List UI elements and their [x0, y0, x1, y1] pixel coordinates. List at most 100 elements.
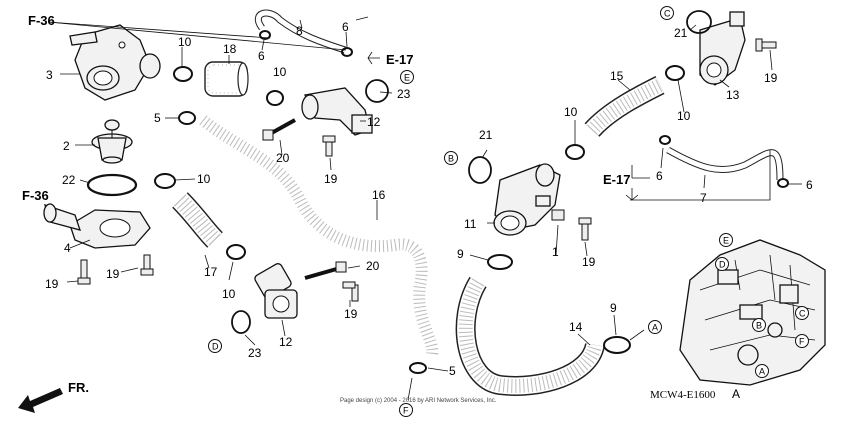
svg-text:E: E — [723, 236, 729, 246]
svg-text:E: E — [404, 73, 410, 83]
clamp-10d — [226, 244, 246, 260]
part-19-c: 19 — [324, 172, 338, 186]
part-10-f: 10 — [677, 109, 691, 123]
bolt-20a — [262, 118, 296, 141]
clamp-10f — [665, 65, 685, 81]
hose-7 — [666, 146, 784, 181]
hose-18 — [204, 61, 249, 97]
clamp-6c — [659, 135, 671, 145]
circle-ref-b-left: B — [444, 151, 458, 165]
part-13: 13 — [726, 88, 740, 102]
joint-12-upper — [301, 87, 373, 136]
hose-17 — [172, 192, 223, 248]
ref-e17-right: E-17 — [603, 172, 630, 187]
bolt-19e — [578, 217, 592, 241]
part-19-b: 19 — [106, 267, 120, 281]
water-joint-11 — [493, 163, 561, 236]
hose-16 — [198, 114, 440, 357]
svg-text:F: F — [799, 337, 805, 347]
part-23-a: 23 — [397, 87, 411, 101]
circle-ref-d-engine: D — [715, 257, 729, 271]
thermostat-2 — [91, 119, 133, 164]
circle-ref-e-right: E — [400, 70, 414, 84]
ref-f36-top: F-36 — [28, 13, 55, 28]
part-8: 8 — [296, 24, 303, 38]
circle-ref-a-right: A — [648, 320, 662, 334]
part-22: 22 — [62, 173, 76, 187]
part-19-e: 19 — [582, 255, 596, 269]
part-19-a: 19 — [45, 277, 59, 291]
part-6-d: 6 — [806, 178, 813, 192]
part-19-f: 19 — [764, 71, 778, 85]
part-10-b: 10 — [273, 65, 287, 79]
part-6-b: 6 — [342, 20, 349, 34]
circle-refs: C E B D A F E D B C F A — [208, 6, 809, 417]
part-7: 7 — [700, 191, 707, 205]
hose-14 — [455, 276, 605, 396]
clamp-9a — [487, 254, 513, 270]
circle-ref-d-left: D — [208, 339, 222, 353]
part-17: 17 — [204, 265, 218, 279]
svg-text:D: D — [212, 342, 219, 352]
part-10-e: 10 — [564, 105, 578, 119]
part-4: 4 — [64, 241, 71, 255]
part-10-a: 10 — [178, 35, 192, 49]
part-20-a: 20 — [276, 151, 290, 165]
part-9-b: 9 — [610, 301, 617, 315]
circle-ref-c-top: C — [660, 6, 674, 20]
circle-ref-b-engine: B — [752, 318, 766, 332]
part-6-a: 6 — [258, 49, 265, 63]
circle-ref-f-bottom: F — [399, 403, 413, 417]
o-ring-21b — [686, 10, 712, 34]
cover-4 — [43, 203, 151, 249]
front-label: FR. — [68, 380, 89, 395]
e17-arrow-right — [625, 188, 639, 201]
part-19-d: 19 — [344, 307, 358, 321]
part-15: 15 — [610, 69, 624, 83]
circle-ref-e-engine: E — [719, 233, 733, 247]
clamp-5b — [409, 362, 427, 374]
o-ring-23b — [231, 310, 251, 334]
part-5-b: 5 — [449, 364, 456, 378]
joint-13 — [699, 11, 746, 86]
circle-ref-c-engine: C — [795, 306, 809, 320]
copyright-text: Page design (c) 2004 - 2016 by ARI Netwo… — [340, 398, 497, 404]
part-21-b: 21 — [674, 26, 688, 40]
bolt-20b — [304, 261, 347, 280]
e17-arrow-top — [367, 51, 380, 65]
clamp-6d — [777, 178, 789, 188]
e17-bracket — [631, 165, 650, 179]
svg-text:C: C — [799, 309, 806, 319]
clamp-6a — [259, 30, 271, 40]
o-ring-22 — [86, 173, 138, 197]
part-18: 18 — [223, 42, 237, 56]
bolt-19d — [342, 281, 359, 302]
bolt-1 — [551, 209, 565, 221]
part-10-c: 10 — [197, 172, 211, 186]
svg-text:B: B — [448, 154, 454, 164]
clamp-10b — [266, 90, 284, 106]
part-6-c: 6 — [656, 169, 663, 183]
clamp-10c — [154, 173, 176, 189]
bolt-19a — [77, 259, 91, 285]
part-numbers: 3 2 22 4 19 19 10 18 6 8 6 10 5 23 12 20… — [45, 20, 813, 378]
svg-text:C: C — [664, 9, 671, 19]
bolt-19f — [755, 38, 777, 52]
part-5-a: 5 — [154, 111, 161, 125]
part-14: 14 — [569, 320, 583, 334]
clamp-9b — [603, 336, 631, 354]
o-ring-21a — [468, 156, 492, 184]
part-12-b: 12 — [279, 335, 293, 349]
part-23-b: 23 — [248, 346, 262, 360]
svg-text:A: A — [652, 323, 658, 333]
ref-f36-bottom: F-36 — [22, 188, 49, 203]
e17-connector — [630, 150, 771, 201]
svg-text:F: F — [403, 406, 409, 416]
clamp-5a — [178, 111, 196, 125]
part-11: 11 — [464, 217, 477, 231]
svg-text:D: D — [719, 260, 726, 270]
part-16: 16 — [372, 188, 386, 202]
diagram-code-suffix: A — [732, 387, 740, 401]
part-10-d: 10 — [222, 287, 236, 301]
